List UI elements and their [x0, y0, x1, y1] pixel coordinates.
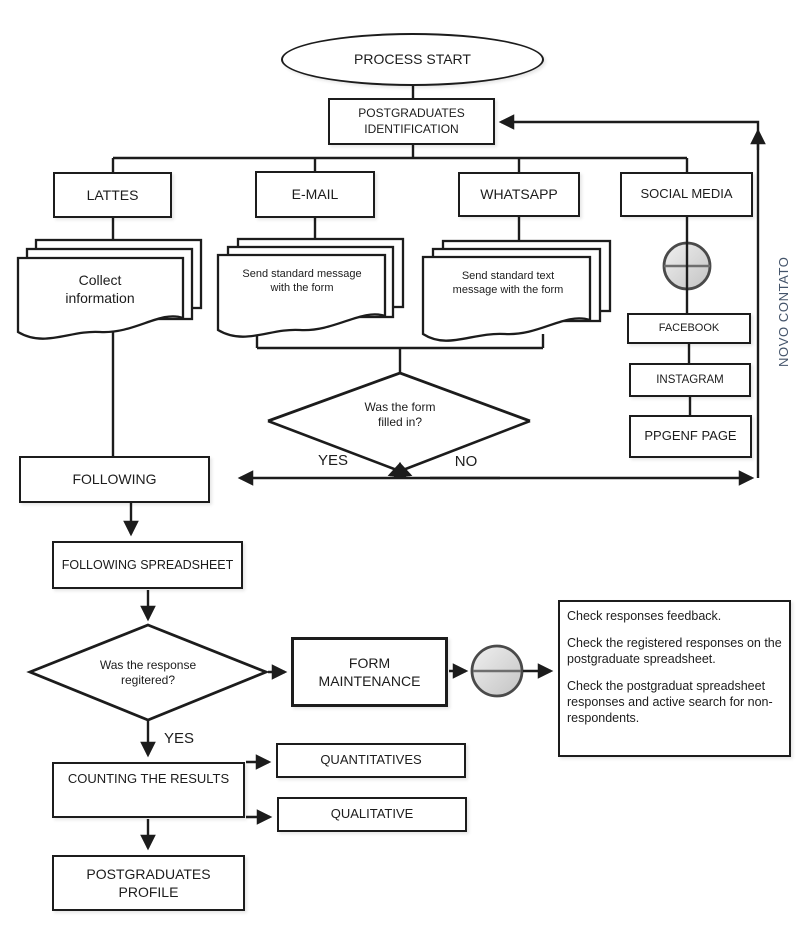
postgraduates-identification-box: POSTGRADUATES IDENTIFICATION [328, 98, 495, 145]
following-box: FOLLOWING [19, 456, 210, 503]
decision-response-label: Was the response regitered? [99, 658, 197, 687]
no-label-1: NO [454, 453, 478, 470]
email-doc-label: Send standard message with the form [242, 268, 362, 294]
yes-label-2: YES [163, 730, 194, 747]
connector-lines-group [111, 85, 692, 456]
instagram-box: INSTAGRAM [629, 363, 751, 397]
form-maintenance-box: FORM MAINTENANCE [291, 637, 448, 707]
social-media-box: SOCIAL MEDIA [620, 172, 753, 217]
form-maintenance-connector-icon [470, 644, 524, 698]
note-line-3: Check the postgraduat spreadsheet respon… [567, 679, 773, 725]
whatsapp-document-icon [421, 239, 612, 342]
ppgenf-page-box: PPGENF PAGE [629, 415, 752, 458]
qualitative-box: QUALITATIVE [277, 797, 467, 832]
email-box: E-MAIL [255, 171, 375, 218]
quantitatives-box: QUANTITATIVES [276, 743, 466, 778]
whatsapp-doc-label: Send standard text message with the form [452, 270, 564, 296]
arrow-lines-group [123, 503, 554, 851]
maintenance-notes-box: Check responses feedback. Check the regi… [558, 600, 791, 757]
novo-contato-label: NOVO CONTATO [776, 256, 791, 368]
note-line-1: Check responses feedback. [567, 609, 722, 623]
note-line-2: Check the registered responses on the po… [567, 636, 782, 666]
novo-contato-feedback-line [498, 114, 766, 478]
lattes-box: LATTES [53, 172, 172, 218]
decision-response-diamond [26, 623, 270, 722]
yes-label-1: YES [317, 452, 348, 469]
collect-information-doc-label: Collect information [65, 272, 135, 306]
collect-information-document-icon [16, 238, 203, 340]
postgraduates-profile-box: POSTGRADUATES PROFILE [52, 855, 245, 911]
email-document-icon [216, 237, 405, 338]
process-start-terminator: PROCESS START [281, 33, 544, 86]
decision-form-label: Was the form filled in? [364, 400, 436, 429]
following-spreadsheet-box: FOLLOWING SPREADSHEET [52, 541, 243, 589]
decision-form-diamond [267, 371, 531, 478]
counting-results-box: COUNTING THE RESULTS [52, 762, 245, 818]
facebook-box: FACEBOOK [627, 313, 751, 344]
whatsapp-box: WHATSAPP [458, 172, 580, 217]
